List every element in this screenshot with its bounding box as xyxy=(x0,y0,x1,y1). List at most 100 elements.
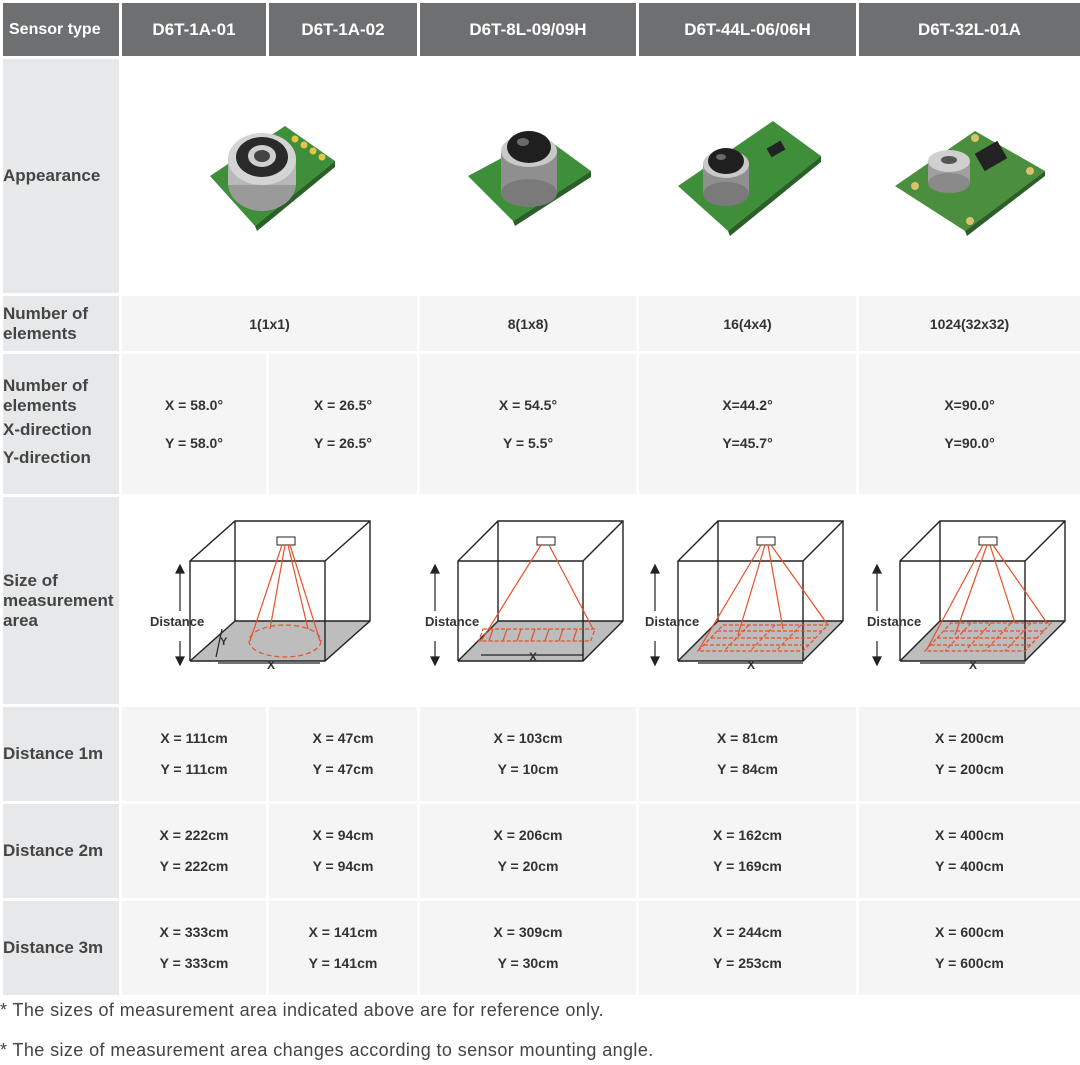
dist-y: Y = 30cm xyxy=(497,955,559,971)
dist-y: Y = 253cm xyxy=(713,955,782,971)
footnote: * The size of measurement area changes a… xyxy=(0,1040,654,1060)
fov-y: Y = 26.5° xyxy=(314,435,372,451)
fov-y: Y = 58.0° xyxy=(165,435,223,451)
dist-y: Y = 169cm xyxy=(713,858,782,874)
sensor-photo-d6t-32l xyxy=(856,56,1080,296)
distance-cell: X = 94cm Y = 94cm xyxy=(266,801,420,901)
y-label: Y xyxy=(220,636,228,648)
dist-y: Y = 94cm xyxy=(312,858,374,874)
elements-value: 8(1x8) xyxy=(417,293,639,354)
dist-x: X = 103cm xyxy=(493,730,563,746)
header-sensor-type: Sensor type xyxy=(0,0,122,59)
dist-x: X = 400cm xyxy=(935,827,1004,843)
footnote: * The sizes of measurement area indicate… xyxy=(0,1000,605,1020)
distance-label: Distance xyxy=(425,614,479,629)
dist-y: Y = 84cm xyxy=(717,761,778,777)
dist-y: Y = 400cm xyxy=(935,858,1004,874)
distance-2m-label: Distance 2m xyxy=(0,801,122,901)
dist-y: Y = 141cm xyxy=(308,955,378,971)
distance-3m-label: Distance 3m xyxy=(0,898,122,998)
spec-table: Sensor type D6T-1A-01 D6T-1A-02 D6T-8L-0… xyxy=(0,0,1080,998)
distance-cell: X = 600cm Y = 600cm xyxy=(856,898,1080,998)
distance-cell: X = 81cm Y = 84cm xyxy=(636,704,859,804)
dist-x: X = 141cm xyxy=(308,924,378,940)
elements-value: 1024(32x32) xyxy=(856,293,1080,354)
fov-row: Number of elements X-direction Y-directi… xyxy=(0,351,1080,497)
header-model: D6T-44L-06/06H xyxy=(636,0,859,59)
x-label: X xyxy=(267,658,275,672)
dist-x: X = 47cm xyxy=(312,730,374,746)
header-model: D6T-1A-01 xyxy=(119,0,269,59)
fov-label-line: Y-direction xyxy=(3,448,91,467)
x-label: X xyxy=(747,658,755,672)
area-row: Size of measurement area xyxy=(0,494,1080,707)
fov-y: Y=90.0° xyxy=(944,435,995,451)
dist-x: X = 206cm xyxy=(493,827,563,843)
elements-row: Number of elements 1(1x1) 8(1x8) 16(4x4)… xyxy=(0,293,1080,354)
fov-y: Y=45.7° xyxy=(722,435,773,451)
fov-cell: X = 54.5° Y = 5.5° xyxy=(417,351,639,497)
dist-x: X = 111cm xyxy=(160,730,228,746)
dist-x: X = 162cm xyxy=(713,827,782,843)
fov-label-line: Number of elements xyxy=(3,376,88,415)
dist-y: Y = 111cm xyxy=(160,761,228,777)
x-label: X xyxy=(529,650,537,664)
area-diagram-32l: Distance X xyxy=(856,494,1080,707)
fov-x: X = 58.0° xyxy=(164,397,224,413)
elements-value: 16(4x4) xyxy=(636,293,859,354)
distance-label: Distance xyxy=(150,614,204,629)
sensor-photo-d6t-1a xyxy=(119,56,420,296)
area-diagram-8l: Distance X xyxy=(417,494,639,707)
fov-x: X=44.2° xyxy=(722,397,773,413)
distance-cell: X = 400cm Y = 400cm xyxy=(856,801,1080,901)
fov-cell: X=90.0° Y=90.0° xyxy=(856,351,1080,497)
area-label: Size of measurement area xyxy=(0,494,122,707)
dist-x: X = 222cm xyxy=(159,827,229,843)
fov-x: X=90.0° xyxy=(944,397,995,413)
distance-cell: X = 244cm Y = 253cm xyxy=(636,898,859,998)
distance-1m-label: Distance 1m xyxy=(0,704,122,804)
header-row: Sensor type D6T-1A-01 D6T-1A-02 D6T-8L-0… xyxy=(0,0,1080,59)
x-label: X xyxy=(969,658,977,672)
dist-x: X = 244cm xyxy=(713,924,782,940)
fov-cell: X = 26.5° Y = 26.5° xyxy=(266,351,420,497)
fov-cell: X=44.2° Y=45.7° xyxy=(636,351,859,497)
dist-x: X = 600cm xyxy=(935,924,1004,940)
dist-x: X = 200cm xyxy=(935,730,1004,746)
fov-cell: X = 58.0° Y = 58.0° xyxy=(119,351,269,497)
sensor-photo-d6t-44l xyxy=(636,56,859,296)
header-model: D6T-1A-02 xyxy=(266,0,420,59)
distance-cell: X = 222cm Y = 222cm xyxy=(119,801,269,901)
sensor-photo-d6t-8l xyxy=(417,56,639,296)
distance-3m-row: Distance 3m X = 333cm Y = 333cm X = 141cm… xyxy=(0,898,1080,998)
elements-label: Number of elements xyxy=(0,293,122,354)
distance-cell: X = 162cm Y = 169cm xyxy=(636,801,859,901)
dist-y: Y = 600cm xyxy=(935,955,1004,971)
fov-y: Y = 5.5° xyxy=(502,435,554,451)
fov-label: Number of elements X-direction Y-directi… xyxy=(0,351,122,497)
dist-y: Y = 200cm xyxy=(935,761,1004,777)
dist-x: X = 81cm xyxy=(716,730,779,746)
appearance-label: Appearance xyxy=(0,56,122,296)
area-diagram-44l: Distance X xyxy=(636,494,859,707)
appearance-row: Appearance xyxy=(0,56,1080,296)
elements-value: 1(1x1) xyxy=(119,293,420,354)
distance-cell: X = 309cm Y = 30cm xyxy=(417,898,639,998)
dist-x: X = 333cm xyxy=(159,924,229,940)
distance-cell: X = 200cm Y = 200cm xyxy=(856,704,1080,804)
dist-y: Y = 20cm xyxy=(497,858,559,874)
dist-x: X = 309cm xyxy=(493,924,563,940)
fov-label-line: X-direction xyxy=(3,420,92,439)
dist-y: Y = 333cm xyxy=(159,955,229,971)
distance-label: Distance xyxy=(867,614,921,629)
dist-y: Y = 222cm xyxy=(159,858,229,874)
header-model: D6T-32L-01A xyxy=(856,0,1080,59)
area-diagram-single: Distance X Y xyxy=(119,494,420,707)
header-model: D6T-8L-09/09H xyxy=(417,0,639,59)
dist-x: X = 94cm xyxy=(312,827,374,843)
